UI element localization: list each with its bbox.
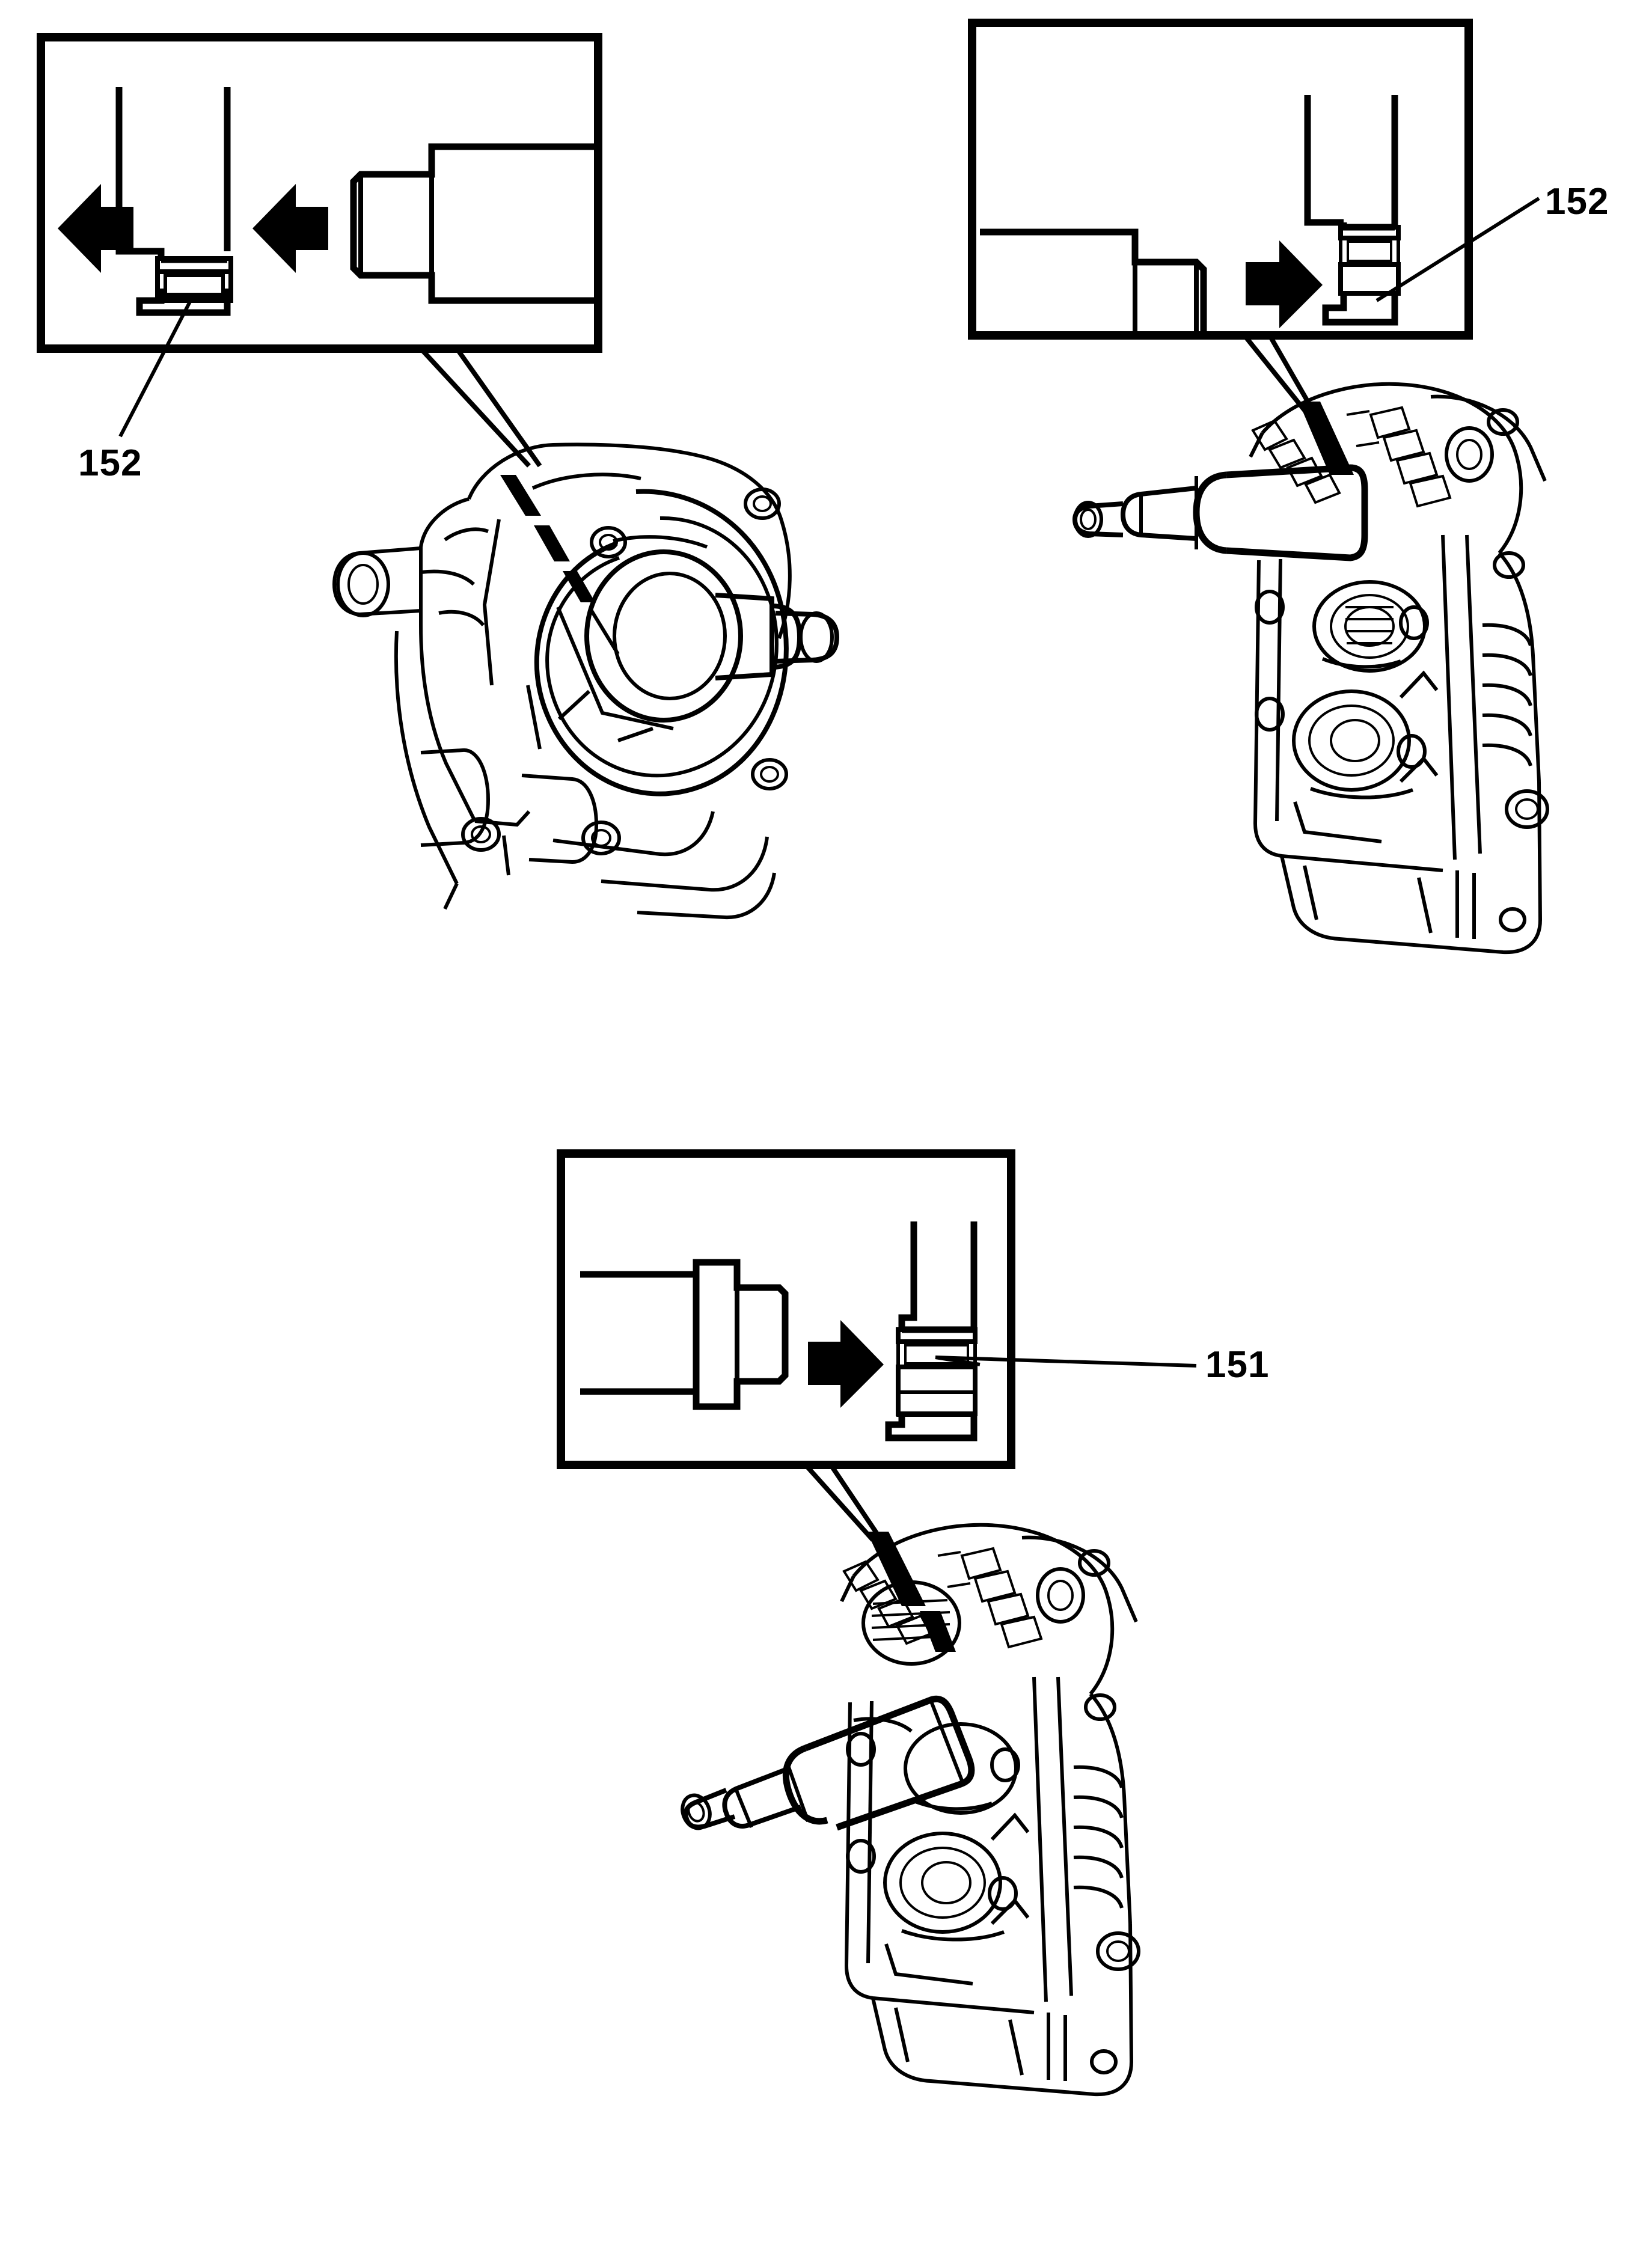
gear-teeth-detail-bottom	[842, 1547, 1043, 1649]
leader-line-152-left	[118, 298, 193, 438]
gear-teeth-detail	[1251, 406, 1452, 508]
worm-shaft	[1072, 464, 1368, 561]
callout-label-151-bottom: 151	[1205, 1344, 1270, 1386]
callout-label-152-right: 152	[1545, 181, 1609, 222]
housing-bore-section	[115, 87, 231, 316]
pump-housing-assembly	[332, 442, 840, 920]
removal-arrow-left-2	[252, 184, 328, 273]
bearing-installer-tool-bottom	[580, 1259, 789, 1410]
bearing-152-section-right	[1338, 225, 1401, 296]
worm-gear-splines	[861, 1580, 961, 1666]
bearing-151-section	[896, 1327, 978, 1417]
bearing-detail-bottom	[557, 1149, 1197, 1469]
bearing-152-left-body	[155, 269, 233, 303]
leader-line-152-right	[1375, 197, 1540, 302]
gear-housing-assembly-bottom	[681, 1523, 1140, 2097]
bearing-driver-tool	[350, 143, 598, 304]
leader-line-151	[935, 1356, 1197, 1368]
bearing-installer-tool	[980, 228, 1207, 335]
bearing-152-section	[155, 256, 233, 301]
bearing-detail-top-right	[968, 19, 1540, 340]
connector-box1-to-assembly	[419, 347, 620, 655]
housing-bore-section-right	[1304, 95, 1398, 326]
gear-housing-assembly-right	[1072, 382, 1549, 955]
removal-arrow-left-1	[58, 184, 133, 273]
install-arrow-right-bottom	[808, 1320, 884, 1408]
worm-shaft-bottom	[681, 1695, 975, 1831]
install-arrow-right-1	[1246, 240, 1323, 328]
callout-label-152-left: 152	[78, 442, 142, 484]
bearing-detail-top-left	[37, 33, 602, 438]
